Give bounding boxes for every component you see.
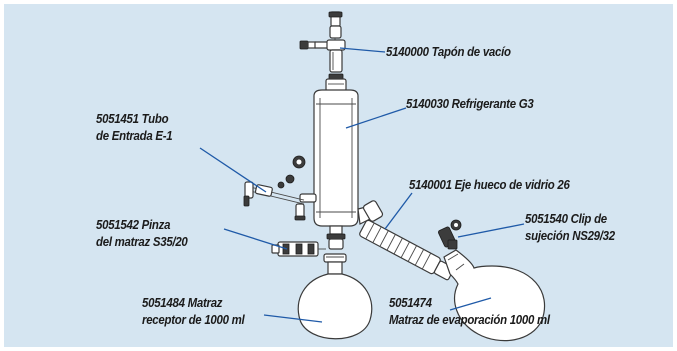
leader-inlet-tube (199, 147, 267, 193)
joint-clip-part (438, 219, 462, 250)
leader-evaporation-flask (449, 297, 492, 311)
label-joint-clip-line2: sujeción NS29/32 (525, 228, 615, 243)
label-evaporation-flask-line2: Matraz de evaporación 1000 ml (389, 312, 550, 327)
label-inlet-tube-line1: 5051451 Tubo (96, 111, 169, 126)
label-joint-clip-line1: 5051540 Clip de (525, 211, 607, 226)
inlet-tube-part (243, 155, 306, 207)
label-condenser-text: 5140030 Refrigerante G3 (406, 96, 534, 111)
flask-clamp-part (271, 241, 326, 257)
leader-flask-clamp (223, 228, 288, 250)
leader-joint-clip (457, 223, 525, 238)
label-evaporation-flask: 5051474 Matraz de evaporación 1000 ml (389, 294, 550, 328)
leader-vacuum-cap (339, 47, 386, 53)
label-condenser: 5140030 Refrigerante G3 (406, 95, 534, 112)
leader-receiving-flask (263, 314, 323, 323)
label-hollow-shaft-text: 5140001 Eje hueco de vidrio 26 (409, 177, 570, 192)
label-flask-clamp-line2: del matraz S35/20 (96, 234, 188, 249)
evaporation-flask-part (443, 249, 546, 342)
hollow-shaft-part (359, 219, 455, 281)
label-receiving-flask: 5051484 Matraz receptor de 1000 ml (142, 294, 245, 328)
label-joint-clip: 5051540 Clip de sujeción NS29/32 (525, 210, 615, 244)
leader-lines (199, 47, 525, 323)
label-receiving-flask-line2: receptor de 1000 ml (142, 312, 245, 327)
label-vacuum-cap: 5140000 Tapón de vacío (386, 43, 511, 60)
label-inlet-tube: 5051451 Tubo de Entrada E-1 (96, 110, 173, 144)
receiving-flask-part (297, 253, 373, 340)
rotary-evaporator-glassware-drawing (199, 11, 546, 342)
label-hollow-shaft: 5140001 Eje hueco de vidrio 26 (409, 176, 570, 193)
condenser-neck (325, 73, 347, 92)
label-vacuum-cap-text: 5140000 Tapón de vacío (386, 44, 511, 59)
leader-condenser (345, 107, 407, 129)
leader-hollow-shaft (384, 192, 413, 230)
vacuum-cap-part (299, 11, 346, 73)
label-flask-clamp-line1: 5051542 Pinza (96, 217, 171, 232)
label-evaporation-flask-line1: 5051474 (389, 295, 432, 310)
label-receiving-flask-line1: 5051484 Matraz (142, 295, 223, 310)
label-flask-clamp: 5051542 Pinza del matraz S35/20 (96, 216, 188, 250)
label-inlet-tube-line2: de Entrada E-1 (96, 128, 173, 143)
condenser-part (294, 89, 384, 250)
